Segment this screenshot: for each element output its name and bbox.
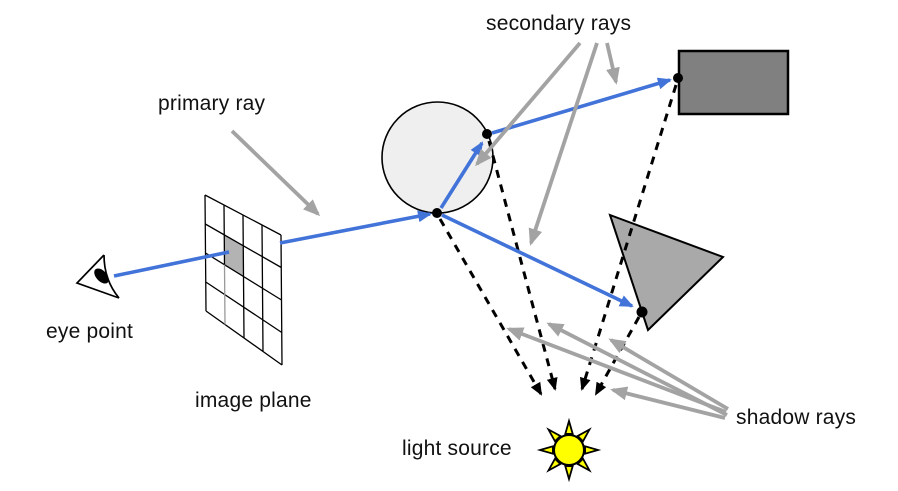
- shadow-rays-pointer-2: [546, 322, 728, 417]
- hit-point-sphere-top: [482, 129, 492, 139]
- secondary-ray-to-rectangle: [491, 77, 672, 135]
- primary-ray-eye-segment: [113, 250, 230, 278]
- shadow-rays-pointer-4: [610, 386, 726, 420]
- shadow-rays-pointer-1: [506, 327, 727, 414]
- hit-point-sphere-primary: [432, 208, 442, 218]
- secondary-rays-pointer-3: [605, 42, 620, 85]
- sun-core: [553, 434, 585, 466]
- rectangle-object: [677, 49, 790, 116]
- triangle-object: [608, 213, 725, 332]
- label-light-source: light source: [402, 437, 512, 460]
- sphere-object: [381, 101, 494, 214]
- secondary-ray-to-triangle: [441, 213, 634, 308]
- highlighted-pixel-cell: [224, 234, 244, 277]
- shadow-ray-from-sphere-hit: [438, 218, 543, 396]
- label-secondary-rays: secondary rays: [486, 12, 632, 35]
- hit-point-triangle: [636, 306, 648, 318]
- label-image-plane: image plane: [195, 389, 312, 412]
- grid-line-shaded-column: [223, 264, 226, 325]
- eye-icon: [75, 254, 120, 299]
- primary-ray-segment: [279, 210, 432, 245]
- secondary-rays-pointer-1: [475, 41, 582, 167]
- label-shadow-rays: shadow rays: [736, 406, 857, 429]
- shadow-rays-pointer-3: [608, 338, 729, 411]
- shadow-ray-from-sphere-top-hit: [487, 140, 558, 391]
- secondary-rays-pointer-2: [528, 42, 599, 246]
- primary-ray-pointer: [230, 129, 321, 217]
- image-plane-grid: [204, 194, 283, 366]
- sun-icon: [536, 417, 602, 483]
- eye-pupil: [94, 268, 109, 284]
- label-pointer-arrows: [230, 41, 729, 420]
- label-primary-ray: primary ray: [158, 92, 266, 115]
- hit-points: [432, 73, 683, 318]
- grid-lines: [204, 194, 283, 366]
- shadow-ray-from-triangle-hit: [594, 316, 641, 396]
- label-eye-point: eye point: [46, 320, 134, 343]
- shadow-rays: [438, 84, 678, 396]
- hit-point-rectangle: [673, 73, 683, 83]
